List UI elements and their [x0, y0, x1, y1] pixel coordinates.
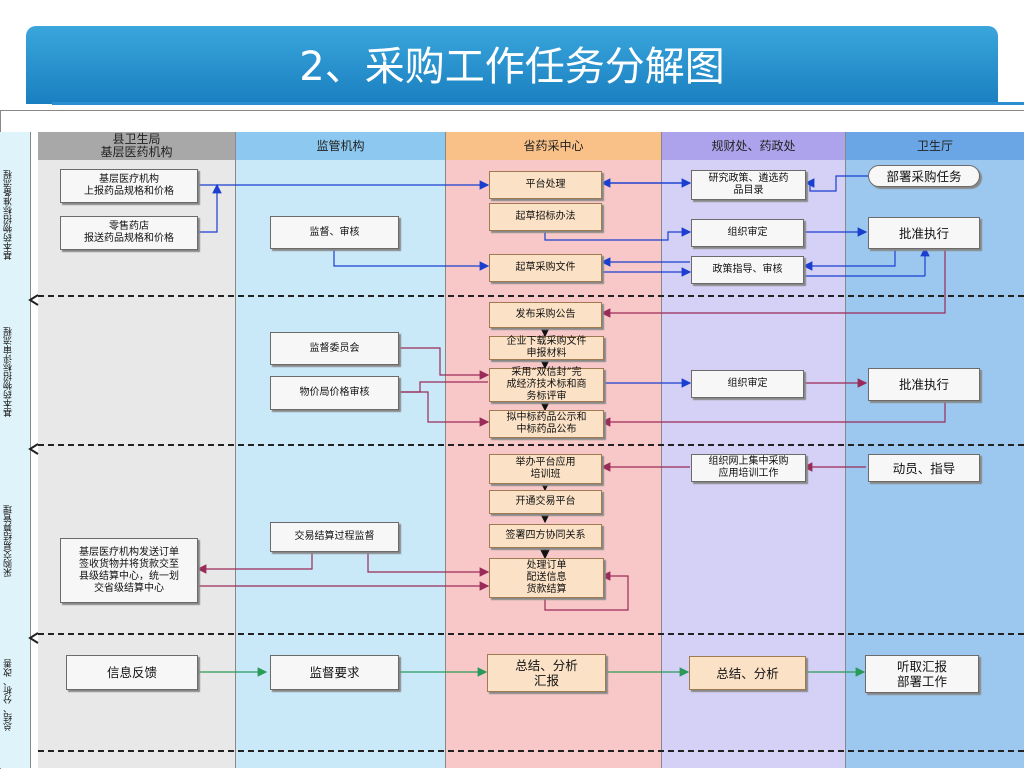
node-deploy-task: 部署采购任务: [868, 165, 980, 187]
node-training: 举办平台应用 培训班: [489, 454, 602, 484]
page-title: 2、采购工作任务分解图: [299, 44, 725, 90]
node-approve-1: 批准执行: [868, 217, 980, 249]
phase-label-summary: 总结、分析、改善: [4, 659, 14, 731]
node-price-review: 物价局价格审核: [270, 376, 399, 410]
phase-label-prep: 基本药物招标准备流程: [4, 170, 14, 260]
phase-label-review: 基本药物招标评审流程: [4, 327, 14, 417]
node-platform-process: 平台处理: [489, 171, 602, 199]
lane-header-county: 县卫生局 基层医药机构: [38, 132, 236, 160]
node-draft-document: 起草采购文件: [489, 254, 602, 282]
node-summary-analysis: 总结、分析: [689, 656, 806, 690]
node-approve-2: 批准执行: [868, 368, 980, 401]
node-summary-report: 总结、分析 汇报: [487, 654, 606, 692]
node-publicity: 拟中标药品公示和 中标药品公布: [489, 410, 604, 438]
lane-header-center: 省药采中心: [446, 132, 662, 160]
node-draft-method: 起草招标办法: [489, 203, 602, 231]
node-monitor-review: 监督、审核: [270, 216, 399, 249]
lane-header-supervise: 监管机构: [236, 132, 446, 160]
phase-divider-1: [38, 295, 1024, 297]
node-evaluation: 采用“双信封”完 成经济技术标和商 务标评审: [489, 367, 604, 402]
node-org-training: 组织网上集中采购 应用培训工作: [691, 454, 806, 482]
node-download-docs: 企业下载采购文件 申报材料: [489, 336, 604, 360]
title-bar: 2、采购工作任务分解图: [26, 26, 998, 104]
node-settlement-monitor: 交易结算过程监督: [270, 522, 399, 552]
node-report-specs: 基层医疗机构 上报药品规格和价格: [60, 169, 198, 203]
node-supervise-require: 监督要求: [270, 655, 399, 690]
lane-header-finance: 规财处、药政处: [662, 132, 846, 160]
node-open-platform: 开通交易平台: [489, 490, 602, 514]
node-mobilize: 动员、指导: [868, 454, 980, 482]
node-org-review-2: 组织审定: [691, 370, 804, 398]
title-underline: [52, 102, 1024, 105]
lane-header-health: 卫生厅: [846, 132, 1024, 160]
node-feedback: 信息反馈: [66, 655, 198, 690]
node-hear-report: 听取汇报 部署工作: [865, 655, 979, 693]
node-process-orders: 处理订单 配送信息 货款结算: [489, 558, 604, 598]
node-org-review-1: 组织审定: [691, 219, 804, 247]
phase-label-settle: 采购交易结算管理: [4, 505, 14, 577]
node-supervision-committee: 监督委员会: [270, 332, 399, 365]
phase-divider-4: [38, 750, 1024, 752]
node-sign-agreement: 签署四方协同关系: [489, 524, 602, 548]
node-retail-specs: 零售药店 报送药品规格和价格: [60, 216, 198, 250]
phase-divider-3: [38, 633, 1024, 635]
phase-divider-2: [38, 444, 1024, 446]
node-research-policy: 研究政策、遴选药 品目录: [691, 170, 806, 200]
node-order-flow: 基层医疗机构发送订单 签收货物并将货款交至 县级结算中心，统一划 交省级结算中心: [60, 538, 198, 603]
node-policy-guide: 政策指导、审核: [691, 256, 804, 284]
node-announce: 发布采购公告: [489, 302, 602, 328]
